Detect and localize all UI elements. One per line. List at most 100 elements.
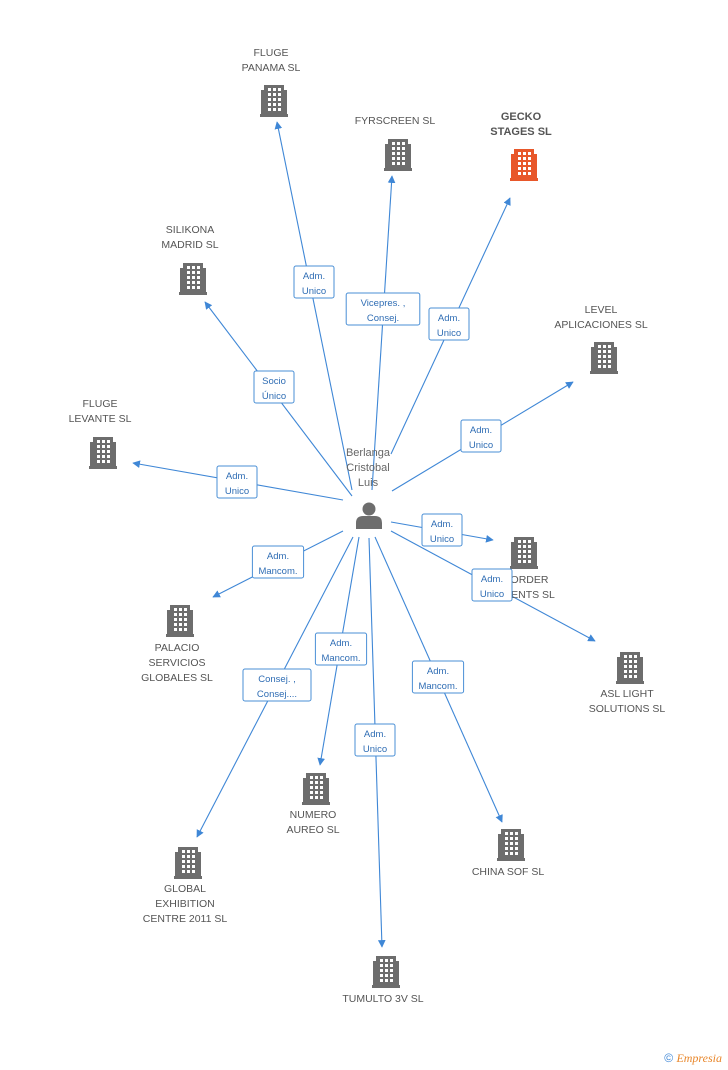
building-icon [497, 829, 525, 861]
building-icon [174, 847, 202, 879]
relationship-label[interactable]: Adm.Unico [428, 307, 470, 341]
company-name-line: GECKO [501, 111, 542, 123]
label-box [428, 307, 470, 341]
person-icon [356, 502, 382, 529]
company-node-gecko-stages[interactable]: GECKO STAGES SL [490, 111, 552, 181]
label-line: Adm. [470, 425, 492, 436]
label-line: Unico [430, 534, 454, 545]
company-node-silikona-madrid[interactable]: SILIKONA MADRID SL [161, 224, 219, 295]
label-line: Socio [262, 376, 286, 387]
relationship-label[interactable]: Adm. Unico [460, 419, 502, 453]
relationship-label[interactable]: Adm. Mancom. [251, 545, 305, 579]
building-icon [384, 139, 412, 171]
label-line: Mancom. [418, 681, 457, 692]
relationship-label[interactable]: Adm. Unico [293, 265, 335, 299]
label-line: Mancom. [321, 653, 360, 664]
relationship-label[interactable]: Adm. Mancom. [314, 632, 368, 666]
label-line: Consej. [367, 313, 399, 324]
company-name-line: NUMERO [290, 809, 337, 821]
building-icon [179, 263, 207, 295]
building-icon [166, 605, 194, 637]
label-line: Consej. , [258, 674, 296, 685]
building-icon [302, 773, 330, 805]
label-box [242, 668, 312, 702]
company-name-line: SERVICIOS [149, 657, 206, 669]
company-node-tumulto-3v[interactable]: TUMULTO 3V SL [342, 956, 424, 1005]
label-line: Unico [469, 440, 493, 451]
label-line: Único [262, 391, 286, 402]
label-box [293, 265, 335, 299]
label-line: Unico [225, 486, 249, 497]
label-line: Adm. [267, 551, 289, 562]
company-name-line: LEVANTE SL [69, 413, 132, 425]
company-name-line: SILIKONA [166, 224, 214, 236]
label-box [471, 568, 513, 602]
label-line: Unico [363, 744, 387, 755]
company-name-line: CHINA SOF SL [472, 866, 545, 878]
footer-brand: © Empresia [664, 1051, 722, 1066]
label-line: Adm. [431, 519, 453, 530]
company-node-numero-aureo[interactable]: NUMERO AUREO SL [286, 773, 340, 836]
building-icon [89, 437, 117, 469]
relationship-label[interactable]: Adm. Unico [421, 513, 463, 547]
company-node-fyrscreen[interactable]: FYRSCREEN SL [355, 115, 436, 171]
relationship-label[interactable]: Consej. ,Consej.... [242, 668, 312, 702]
company-name-line: GLOBALES SL [141, 672, 213, 684]
company-name-line: PANAMA SL [242, 62, 301, 74]
company-name-line: FYRSCREEN SL [355, 115, 436, 127]
building-icon [510, 537, 538, 569]
center-name-line: Berlanga [346, 447, 391, 459]
company-name-line: GLOBAL [164, 883, 206, 895]
label-box [411, 660, 465, 694]
label-box [345, 292, 421, 326]
company-name-line: TUMULTO 3V SL [342, 993, 423, 1005]
relationship-label[interactable]: Adm. Mancom. [411, 660, 465, 694]
center-name-line: Luis [358, 477, 379, 489]
company-name-line: EXHIBITION [155, 898, 215, 910]
company-name-line: LEVEL [585, 304, 618, 316]
company-name-line: FLUGE [82, 398, 117, 410]
relationship-label[interactable]: Adm. Unico [354, 723, 396, 757]
label-box [253, 370, 295, 404]
label-box [460, 419, 502, 453]
company-name-line: BORDER [504, 574, 549, 586]
label-line: Adm. [364, 729, 386, 740]
company-name-line: MADRID SL [161, 239, 218, 251]
label-line: Vicepres. , [361, 298, 406, 309]
center-name-line: Cristobal [346, 462, 389, 474]
company-name-line: STAGES SL [490, 126, 552, 138]
building-icon [616, 652, 644, 684]
company-node-palacio-servicios[interactable]: PALACIO SERVICIOS GLOBALES SL [141, 605, 213, 684]
label-line: Adm. [330, 638, 352, 649]
company-node-fluge-levante[interactable]: FLUGE LEVANTE SL [69, 398, 132, 469]
relationship-label[interactable]: Adm. Unico [471, 568, 513, 602]
label-line: Unico [302, 286, 326, 297]
company-node-china-sof[interactable]: CHINA SOF SL [472, 829, 545, 878]
company-name-line: CENTRE 2011 SL [143, 913, 228, 925]
company-name-line: PALACIO [155, 642, 200, 654]
label-line: Unico [480, 589, 504, 600]
label-box [251, 545, 305, 579]
building-icon [372, 956, 400, 988]
label-box [354, 723, 396, 757]
center-person[interactable]: Berlanga Cristobal Luis [346, 447, 391, 529]
label-box [314, 632, 368, 666]
company-node-global-exhibition[interactable]: GLOBAL EXHIBITION CENTRE 2011 SL [143, 847, 228, 925]
label-line: Adm. [427, 666, 449, 677]
label-line: Adm. [303, 271, 325, 282]
label-box [421, 513, 463, 547]
label-line: Adm. [481, 574, 503, 585]
building-icon [510, 149, 538, 181]
label-line: Mancom. [258, 566, 297, 577]
label-line: Adm. [438, 313, 460, 324]
relationship-label[interactable]: Adm. Unico [216, 465, 258, 499]
edge-fyrscreen [371, 175, 396, 491]
relationship-label[interactable]: Vicepres. , Consej. [345, 292, 421, 326]
label-line: Adm. [226, 471, 248, 482]
company-name-line: AUREO SL [286, 824, 339, 836]
label-box [216, 465, 258, 499]
